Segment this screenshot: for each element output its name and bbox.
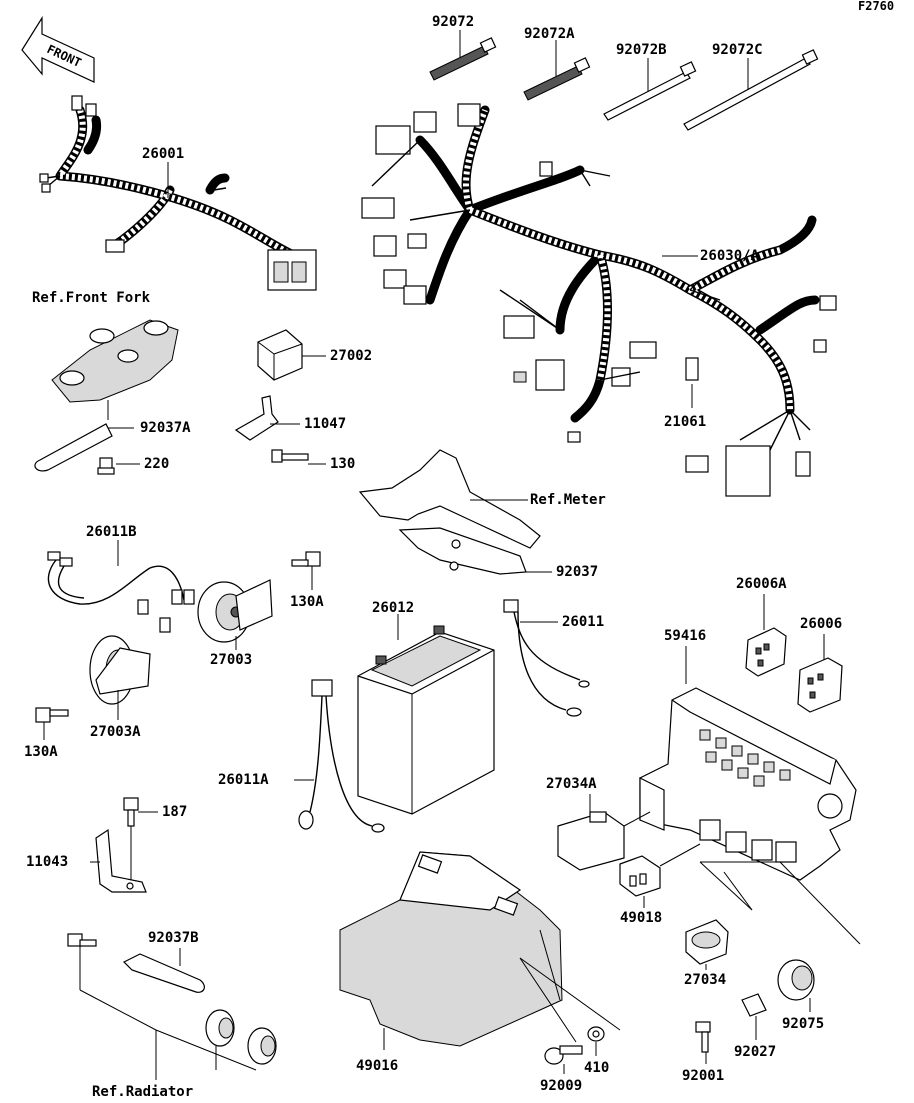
cable-tie-92072c — [683, 49, 819, 131]
sub-harness-26001 — [39, 95, 317, 291]
label-49016: 49016 — [356, 1058, 398, 1074]
fuse-26006 — [797, 657, 843, 713]
junction-box-59416 — [639, 687, 857, 881]
relay-27002 — [257, 329, 303, 381]
grommet-radiator — [205, 1009, 277, 1065]
washer-410 — [587, 1026, 605, 1042]
label-92072c: 92072C — [712, 42, 763, 58]
ref-radiator: Ref.Radiator — [92, 1084, 193, 1100]
label-59416: 59416 — [664, 628, 706, 644]
label-26006a: 26006A — [736, 576, 787, 592]
label-92027: 92027 — [734, 1044, 776, 1060]
horn-27003a — [89, 635, 151, 705]
label-220: 220 — [144, 456, 169, 472]
battery-cable-26011a — [298, 679, 385, 833]
bolt-radiator — [67, 933, 97, 947]
bolt-187 — [123, 797, 139, 827]
label-27034a: 27034A — [546, 776, 597, 792]
bolt-130 — [271, 449, 309, 463]
meter-bracket — [358, 449, 541, 575]
label-92037a: 92037A — [140, 420, 191, 436]
label-21061: 21061 — [664, 414, 706, 430]
cable-tie-92072b — [603, 58, 697, 121]
fuse-26006a — [745, 627, 787, 677]
label-92072a: 92072A — [524, 26, 575, 42]
label-26011b: 26011B — [86, 524, 137, 540]
label-92001: 92001 — [682, 1068, 724, 1084]
strap-92037a — [34, 423, 113, 472]
horn-27003 — [197, 579, 273, 643]
label-11043: 11043 — [26, 854, 68, 870]
label-11047: 11047 — [304, 416, 346, 432]
cover-49016 — [339, 851, 563, 1047]
horn-wire-26011b — [47, 551, 195, 633]
fuse-slots — [699, 729, 797, 863]
bracket-11043 — [95, 828, 147, 893]
label-27002: 27002 — [330, 348, 372, 364]
label-49018: 49018 — [620, 910, 662, 926]
diagram-code: F2760 — [858, 0, 894, 13]
relay-27034a — [557, 811, 625, 871]
bolt-92009 — [544, 1045, 583, 1065]
battery-26012 — [357, 625, 495, 815]
battery-cable-26011 — [503, 599, 590, 717]
bolt-92001 — [695, 1021, 711, 1053]
label-92037b: 92037B — [148, 930, 199, 946]
label-92037: 92037 — [556, 564, 598, 580]
label-187: 187 — [162, 804, 187, 820]
collar-92027 — [741, 993, 767, 1017]
label-92075: 92075 — [782, 1016, 824, 1032]
screw-220 — [97, 457, 115, 475]
cable-tie-92072 — [429, 30, 497, 81]
label-27003: 27003 — [210, 652, 252, 668]
label-27003a: 27003A — [90, 724, 141, 740]
ref-front-fork: Ref.Front Fork — [32, 290, 151, 306]
label-26012: 26012 — [372, 600, 414, 616]
label-26030a: 26030/A — [700, 248, 760, 264]
label-92072: 92072 — [432, 14, 474, 30]
label-130: 130 — [330, 456, 355, 472]
cable-tie-92072a — [523, 40, 591, 101]
label-130a-top: 130A — [290, 594, 324, 610]
main-harness-26030a — [361, 103, 837, 497]
label-92009: 92009 — [540, 1078, 582, 1094]
label-92072b: 92072B — [616, 42, 667, 58]
grommet-92075 — [777, 959, 815, 1001]
front-arrow-icon: FRONT — [21, 15, 95, 83]
label-26011: 26011 — [562, 614, 604, 630]
strap-92037b — [122, 953, 205, 993]
label-27034: 27034 — [684, 972, 726, 988]
relay-27034 — [685, 919, 729, 965]
bolt-130a-top — [291, 551, 321, 567]
label-410: 410 — [584, 1060, 609, 1076]
label-130a-bottom: 130A — [24, 744, 58, 760]
label-26001: 26001 — [142, 146, 184, 162]
label-26006: 26006 — [800, 616, 842, 632]
front-fork-bracket — [51, 319, 179, 403]
bolt-130a-bottom — [35, 707, 69, 723]
ref-meter: Ref.Meter — [530, 492, 606, 508]
bracket-11047 — [234, 395, 279, 441]
relay-49018 — [619, 855, 661, 897]
label-26011a: 26011A — [218, 772, 269, 788]
